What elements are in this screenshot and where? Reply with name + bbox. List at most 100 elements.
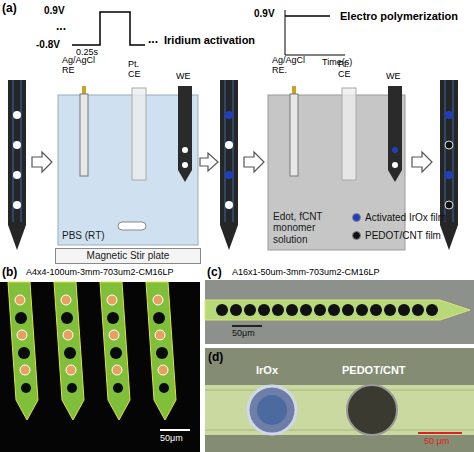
process-arrow (244, 152, 264, 172)
voltage-label: 0.9V (44, 5, 65, 16)
legend-swatch (352, 213, 361, 222)
micrograph (153, 295, 163, 305)
electrode (80, 94, 88, 176)
micrograph (230, 304, 242, 316)
probe (445, 141, 453, 149)
micrograph (15, 312, 169, 393)
micrograph (257, 395, 287, 425)
panel-label: (a) (2, 2, 17, 15)
micrograph (232, 325, 262, 327)
probe (13, 141, 21, 149)
probe (445, 201, 453, 209)
micrograph (18, 347, 30, 359)
probe (445, 80, 446, 222)
probe (225, 141, 233, 149)
micrograph (8, 282, 38, 420)
solution-beaker: Edot, fCNT monomer solution (268, 95, 405, 250)
beaker (58, 95, 198, 245)
node-label: PBS (RT) (62, 230, 105, 242)
micrograph (205, 430, 474, 431)
electrode (392, 147, 398, 153)
micrograph (216, 304, 228, 316)
micrograph (258, 304, 270, 316)
micrograph (216, 304, 438, 316)
probe (13, 111, 21, 119)
scale-label: 50 μm (424, 437, 449, 447)
probe (8, 80, 26, 250)
electrode (182, 162, 188, 168)
micrograph (112, 365, 122, 375)
electrode-label: WE (176, 72, 191, 82)
probe (21, 80, 22, 222)
micrograph (159, 383, 169, 393)
probe-name: A4x4-100um-3mm-703um2-CM16LP (26, 268, 174, 278)
micrograph (418, 432, 462, 434)
probe (225, 111, 233, 119)
micrograph (61, 312, 73, 324)
film-label: PEDOT/CNT (342, 364, 406, 376)
micrograph (300, 304, 312, 316)
micrograph (156, 347, 168, 359)
micrograph (370, 304, 382, 316)
beaker (268, 95, 405, 250)
micrograph (248, 386, 296, 434)
micrograph (286, 304, 298, 316)
micrograph (66, 365, 76, 375)
probe (220, 80, 238, 250)
micrograph (272, 304, 284, 316)
micrograph (244, 304, 256, 316)
process-arrow (200, 153, 218, 171)
electrode (388, 86, 402, 182)
process-arrow (412, 152, 432, 172)
micrograph (412, 304, 424, 316)
electrode (132, 88, 146, 180)
micrograph (110, 347, 122, 359)
micrograph (205, 300, 470, 320)
process-arrow (32, 152, 432, 172)
micrograph (17, 330, 27, 340)
micrograph (347, 385, 397, 435)
solution-beaker: PBS (RT) (58, 95, 198, 245)
electrode (290, 94, 298, 176)
legend-row: PEDOT/CNT film (352, 230, 441, 241)
probe-name: A16x1-50um-3mm-703um2-CM16LP (232, 268, 380, 278)
micrograph (314, 304, 326, 316)
probe (13, 171, 21, 179)
micrograph (109, 330, 119, 340)
voltage-label: 0.9V (254, 8, 275, 19)
beaker (118, 222, 146, 230)
micrograph (205, 390, 474, 391)
waveform (285, 15, 330, 17)
electrode (82, 86, 86, 94)
micrograph (107, 295, 117, 305)
probe (453, 80, 454, 222)
probe (445, 171, 453, 179)
micrograph (205, 385, 474, 435)
electrode (178, 86, 192, 182)
micrograph (356, 304, 368, 316)
probe (440, 80, 458, 250)
legend-swatch (352, 231, 361, 240)
electrode (392, 162, 398, 168)
micrograph (153, 312, 165, 324)
micrograph (107, 312, 119, 324)
electrode-label: WE (386, 72, 401, 82)
micrograph (0, 282, 200, 452)
micrograph (15, 295, 25, 305)
step-title: Iridium activation (164, 34, 255, 46)
electrode-label: Ag/AgCl RE. (272, 56, 320, 76)
film-label: IrOx (256, 364, 278, 376)
electrode (80, 86, 402, 182)
probe (8, 80, 458, 250)
micrograph (398, 304, 410, 316)
micrograph (20, 365, 30, 375)
waveform (285, 10, 345, 55)
probe (445, 111, 453, 119)
node-label: Magnetic Stir plate (87, 250, 170, 262)
legend-row: Activated IrOx film (352, 212, 446, 223)
micrograph (63, 330, 73, 340)
electrode-label: Pt. CE (128, 60, 152, 80)
micrograph (100, 282, 130, 420)
scale-label: 50μm (232, 329, 255, 339)
electrode (342, 88, 356, 180)
